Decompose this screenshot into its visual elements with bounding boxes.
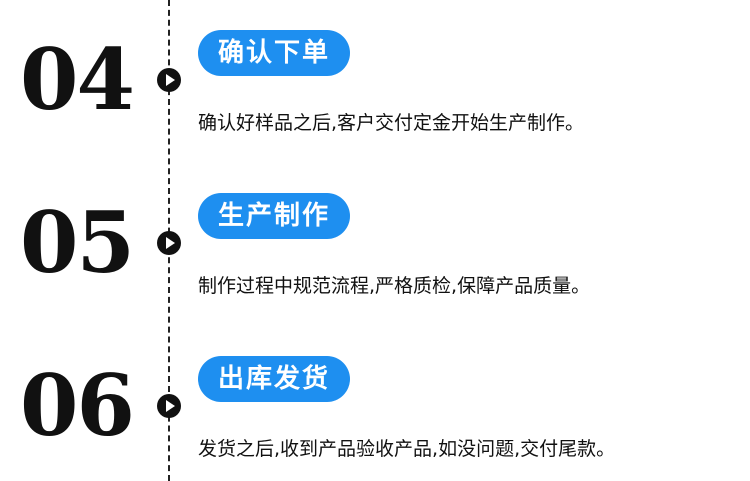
play-icon [157, 68, 181, 92]
step-04: 04 确认下单 确认好样品之后,客户交付定金开始生产制作。 [0, 24, 750, 144]
play-icon [157, 394, 181, 418]
step-05: 05 生产制作 制作过程中规范流程,严格质检,保障产品质量。 [0, 187, 750, 307]
step-description: 制作过程中规范流程,严格质检,保障产品质量。 [198, 275, 591, 297]
step-number: 06 [20, 356, 135, 455]
step-number: 05 [20, 193, 135, 292]
step-06: 06 出库发货 发货之后,收到产品验收产品,如没问题,交付尾款。 [0, 350, 750, 470]
step-description: 发货之后,收到产品验收产品,如没问题,交付尾款。 [198, 438, 616, 460]
step-title-badge: 生产制作 [198, 193, 351, 239]
play-icon [157, 231, 181, 255]
step-title-badge: 出库发货 [198, 356, 351, 402]
step-description: 确认好样品之后,客户交付定金开始生产制作。 [198, 112, 585, 134]
step-number: 04 [20, 30, 135, 129]
step-title-badge: 确认下单 [198, 30, 351, 76]
